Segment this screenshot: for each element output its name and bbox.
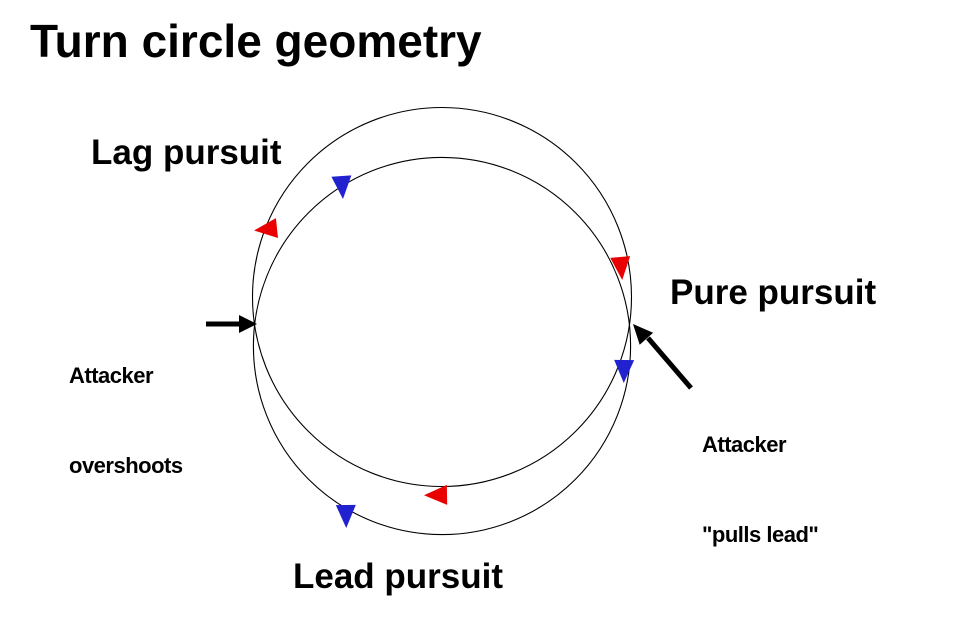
defender-aircraft-marker-lead-icon bbox=[424, 484, 448, 505]
attacker-overshoots-label: Attacker overshoots bbox=[69, 301, 183, 541]
attacker-pulls-lead-line2: "pulls lead" bbox=[702, 522, 819, 547]
lag-pursuit-label: Lag pursuit bbox=[91, 133, 282, 172]
defender-aircraft-marker-pure-icon bbox=[610, 256, 631, 280]
attacker-pulls-lead-line1: Attacker bbox=[702, 432, 787, 457]
page-title: Turn circle geometry bbox=[30, 15, 482, 67]
defender-turn-circle bbox=[251, 106, 633, 488]
pulls-lead-arrow-icon bbox=[633, 324, 693, 390]
attacker-turn-circle bbox=[252, 156, 632, 536]
attacker-aircraft-marker-lead-icon bbox=[335, 504, 356, 528]
attacker-pulls-lead-label: Attacker "pulls lead" bbox=[702, 370, 819, 610]
pulls-lead-arrow-shaft bbox=[646, 336, 693, 390]
attacker-aircraft-marker-pure-icon bbox=[614, 359, 635, 383]
defender-aircraft-marker-lag-icon bbox=[254, 218, 278, 239]
overshoot-arrow-head bbox=[239, 315, 257, 333]
attacker-overshoots-line2: overshoots bbox=[69, 453, 183, 478]
lead-pursuit-label: Lead pursuit bbox=[293, 557, 504, 596]
overshoot-arrow-icon bbox=[206, 315, 257, 333]
pure-pursuit-label: Pure pursuit bbox=[670, 273, 877, 312]
attacker-overshoots-line1: Attacker bbox=[69, 363, 154, 388]
attacker-aircraft-marker-lag-icon bbox=[331, 175, 352, 199]
pulls-lead-arrow-head bbox=[633, 324, 654, 345]
